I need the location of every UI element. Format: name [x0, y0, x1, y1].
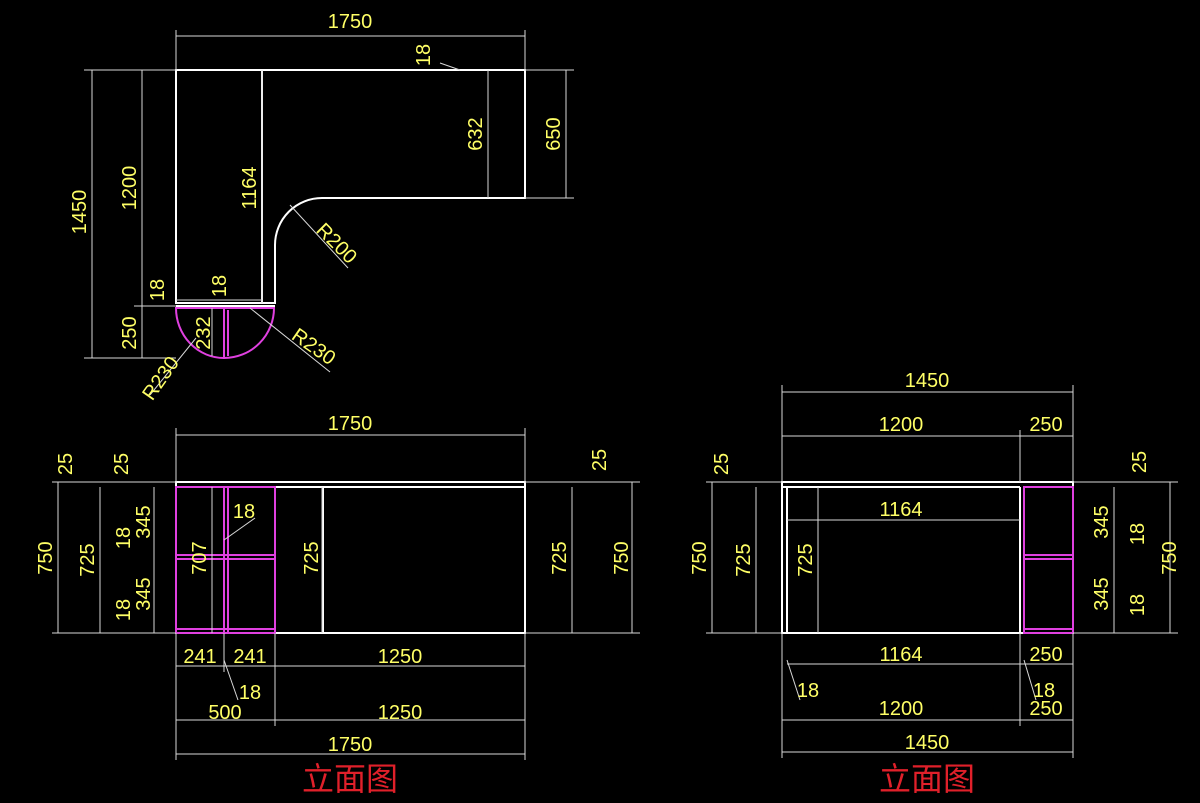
dim-front-500: 500 — [208, 702, 241, 724]
side-elevation: 1450 1200 250 25 750 725 1164 725 25 345… — [689, 370, 1181, 798]
dim-plan-1450: 1450 — [69, 190, 91, 235]
dim-front-25-right: 25 — [589, 449, 611, 471]
dim-side-18-left: 18 — [797, 680, 819, 702]
dim-front-25-b: 25 — [111, 453, 133, 475]
dim-side-18-a: 18 — [1127, 523, 1149, 545]
dim-plan-1164: 1164 — [239, 166, 261, 209]
front-caption: 立面图 — [302, 760, 398, 798]
dim-front-241-b: 241 — [233, 646, 266, 668]
dim-side-1450-top: 1450 — [905, 370, 950, 392]
dim-side-725-left: 725 — [733, 543, 755, 576]
dim-front-725-left: 725 — [77, 543, 99, 576]
dim-plan-18-mid: 18 — [209, 275, 231, 297]
dim-plan-632: 632 — [465, 117, 487, 150]
side-caption: 立面图 — [879, 760, 975, 798]
dim-plan-R230-right: R230 — [288, 324, 340, 369]
dim-side-750-left: 750 — [689, 541, 711, 574]
dim-side-1450-bottom: 1450 — [905, 732, 950, 754]
dim-side-18-b: 18 — [1127, 594, 1149, 616]
dim-front-18-inner: 18 — [233, 501, 255, 523]
dim-front-1250-a: 1250 — [378, 646, 423, 668]
dim-front-241-a: 241 — [183, 646, 216, 668]
dim-plan-R200: R200 — [312, 219, 361, 268]
dim-side-250-top: 250 — [1029, 414, 1062, 436]
dim-plan-R230-left: R230 — [138, 353, 183, 405]
dim-front-1750-bottom: 1750 — [328, 734, 373, 756]
dim-front-18-a: 18 — [113, 527, 135, 549]
plan-view: 1750 18 632 650 1450 1200 1164 R200 18 1… — [69, 11, 574, 404]
dim-side-1200-bottom: 1200 — [879, 698, 924, 720]
dim-side-1164-bottom: 1164 — [879, 644, 922, 666]
dim-front-345-b: 345 — [133, 577, 155, 610]
dim-front-707: 707 — [189, 541, 211, 574]
dim-side-345-b: 345 — [1091, 577, 1113, 610]
dim-front-25-a: 25 — [55, 453, 77, 475]
dim-side-1164-inner: 1164 — [879, 499, 922, 521]
dim-front-725-mid: 725 — [301, 541, 323, 574]
dim-front-750-right: 750 — [611, 541, 633, 574]
dim-plan-1750: 1750 — [328, 11, 373, 33]
dim-plan-1200: 1200 — [119, 166, 141, 211]
dim-plan-232: 232 — [193, 316, 215, 349]
dim-side-750-right: 750 — [1159, 541, 1181, 574]
dim-side-25-right: 25 — [1129, 451, 1151, 473]
dim-front-725-right: 725 — [549, 541, 571, 574]
dim-side-25-left: 25 — [711, 453, 733, 475]
dim-plan-250: 250 — [119, 316, 141, 349]
plan-desk-outline — [175, 69, 526, 304]
dim-plan-18-top: 18 — [413, 44, 435, 66]
dim-side-345-a: 345 — [1091, 505, 1113, 538]
dim-front-18-b: 18 — [113, 599, 135, 621]
dim-side-250-bottom: 250 — [1029, 644, 1062, 666]
dim-plan-18-left: 18 — [147, 279, 169, 301]
dim-side-250-bottom2: 250 — [1029, 698, 1062, 720]
dim-front-345-a: 345 — [133, 505, 155, 538]
dim-front-18-bottom: 18 — [239, 682, 261, 704]
dim-front-1750-top: 1750 — [328, 413, 373, 435]
front-elevation: 1750 25 25 25 750 725 18 345 18 345 18 7… — [35, 413, 640, 798]
dim-side-1200-top: 1200 — [879, 414, 924, 436]
dim-side-18-right: 18 — [1033, 680, 1055, 702]
side-desk-outline — [781, 481, 1074, 634]
dim-plan-650: 650 — [543, 117, 565, 150]
dim-front-750-left: 750 — [35, 541, 57, 574]
dim-side-725-inner: 725 — [795, 543, 817, 576]
dim-front-1250-b: 1250 — [378, 702, 423, 724]
